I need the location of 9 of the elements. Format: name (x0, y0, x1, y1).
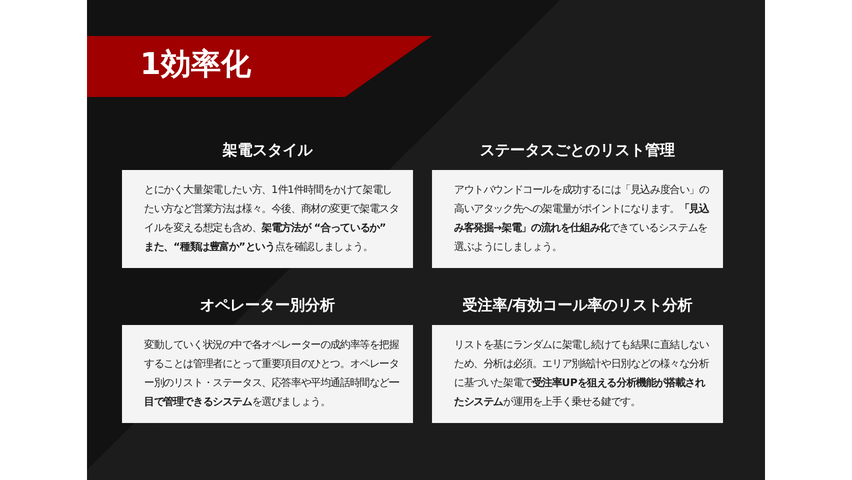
text-card: リストを基にランダムに架電し続けても結果に直結しないため、分析は必須。エリア別統計や日別などの様々な分析に基づいた架電で受注率UPを狙える分析機能が搭載されたシステムが運用を上手く乗せる鍵です。 (432, 325, 723, 423)
card-heading: オペレーター別分析 (199, 295, 336, 316)
card-heading: 架電スタイル (222, 140, 314, 161)
card-heading: ステータスごとのリスト管理 (479, 140, 676, 161)
text-card: 変動していく状況の中で各オペレーターの成約率等を把握することは管理者にとって重要項目のひとつ。オペレーター別のリスト・ステータス、応答率や平均通話時間など一目で管理できるシステムを選びましょう。 (122, 325, 413, 423)
card-heading: 受注率/有効コール率のリスト分析 (461, 295, 694, 316)
text-card: アウトバウンドコールを成功するには「見込み度合い」の高いアタック先への架電量がポイントになります。「見込み客発掘→架電」の流れを仕組み化できているシステムを選ぶようにしましょう。 (432, 170, 723, 268)
text-card: とにかく大量架電したい方、1件1件時間をかけて架電したい方など営業方法は様々。今後、商材の変更で架電スタイルを変える想定も含め、架電方法が “合っているか” また、“種類は豊富か”という点を確認しましょう。 (122, 170, 413, 268)
section-title: 1効率化 (140, 46, 251, 84)
